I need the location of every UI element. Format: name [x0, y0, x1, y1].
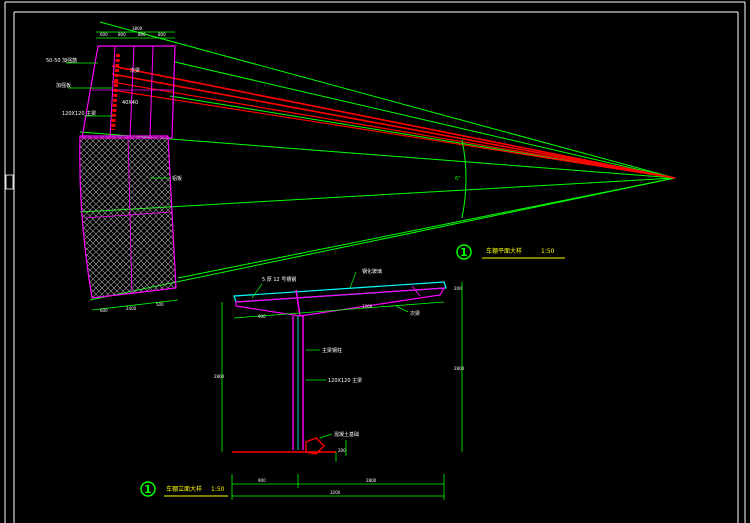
elev-dim: 200	[338, 448, 346, 453]
main-beam	[111, 65, 676, 179]
leader	[395, 305, 409, 313]
plan-callout: 50-50 加强筋	[46, 57, 77, 64]
elev-dim: 1200	[362, 304, 373, 309]
arc-dimension	[461, 139, 467, 219]
dim-top-seg: 600	[100, 32, 108, 37]
elev-title-number: 1	[144, 483, 152, 496]
dim-line-roof	[233, 301, 445, 319]
dim-top-seg: 800	[138, 32, 146, 37]
dim-bottom: 600	[100, 308, 108, 313]
arc-dimension-text: 6°	[455, 176, 461, 182]
canopy-frame	[235, 287, 446, 317]
elev-dim: 3200	[330, 490, 341, 495]
frame-tab	[5, 174, 14, 190]
plan-callout: 次梁	[130, 67, 140, 74]
elev-callout: 钢化玻璃	[362, 268, 382, 275]
rib	[129, 45, 135, 139]
canopy-support	[295, 289, 301, 317]
plan-callout: 加强板	[56, 82, 71, 89]
foundation-detail	[305, 437, 325, 455]
plan-callout: 40X40	[122, 100, 138, 106]
elev-title-scale: 1:50	[211, 486, 225, 493]
dim-line-bottom	[91, 299, 179, 311]
elev-dim: 2860	[214, 374, 225, 379]
elev-callout: 5 厚 12 号槽钢	[262, 276, 296, 283]
stiffener-chain	[111, 53, 120, 131]
elev-dim: 900	[258, 478, 266, 483]
fan-line	[174, 61, 676, 179]
plan-title-number: 1	[460, 246, 468, 259]
leader	[349, 271, 357, 289]
fan-line	[99, 21, 676, 179]
elev-dim: 2800	[366, 478, 377, 483]
panel-joint	[127, 135, 133, 295]
elev-callout: 120X120 主梁	[328, 377, 362, 384]
dim-bottom: 2400	[126, 306, 137, 311]
main-beam	[111, 89, 676, 179]
panel-joint	[83, 211, 173, 219]
rib	[149, 45, 154, 139]
plan-view: 6° 3800 600 800 800 800 600 2400 500 50-…	[46, 21, 676, 313]
leader	[319, 433, 333, 439]
dim-bottom: 500	[156, 302, 164, 307]
fan-line	[177, 177, 676, 279]
leader	[251, 283, 263, 299]
main-beam	[111, 73, 676, 179]
plan-title-circle	[456, 244, 472, 260]
elev-dim: 2800	[454, 366, 465, 371]
dim-top-seg: 800	[158, 32, 166, 37]
elev-dim: 900	[258, 314, 266, 319]
elevation-view: 2860 2800 200 900 1200 900 2800 3200 200…	[140, 268, 465, 500]
elev-title-circle	[140, 481, 156, 497]
plan-callout: 120X120 主梁	[62, 110, 96, 117]
roof-panel-top	[81, 45, 176, 139]
canopy-support	[411, 285, 421, 297]
fan-line	[79, 131, 676, 179]
plan-title-scale: 1:50	[541, 248, 555, 255]
elev-title-text: 车棚立面大样	[166, 485, 202, 493]
fan-line	[79, 177, 676, 213]
canopy-glass	[233, 281, 447, 303]
elev-callout: 主梁钢柱	[322, 347, 342, 354]
elev-dim: 200	[454, 286, 462, 291]
dim-top-total: 3800	[132, 26, 143, 31]
elev-callout: 混凝土基础	[334, 431, 359, 438]
plan-title-text: 车棚平面大样	[486, 247, 522, 255]
elev-callout: 次梁	[410, 310, 420, 317]
main-beam	[111, 81, 676, 179]
glass-panel-area	[79, 135, 177, 299]
dim-top-seg: 800	[118, 32, 126, 37]
rib	[109, 45, 116, 139]
plan-callout: 铝板	[172, 175, 182, 182]
fan-line	[89, 177, 676, 301]
